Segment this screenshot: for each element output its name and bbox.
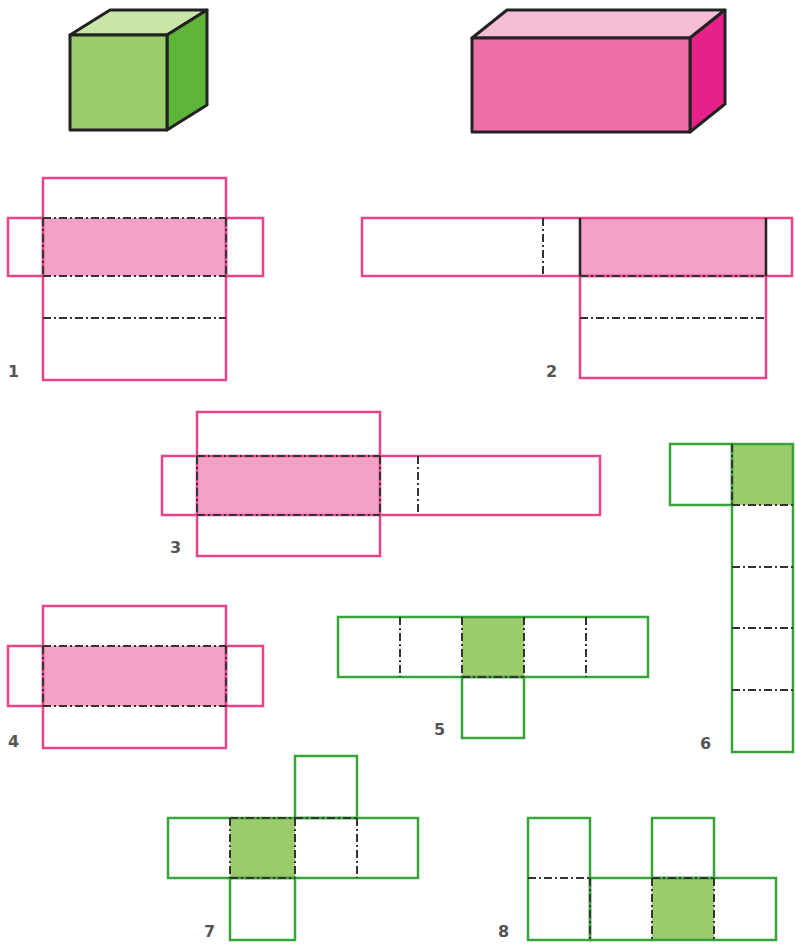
net-number: 6 (700, 736, 711, 752)
net-4 (8, 606, 263, 748)
net-number: 8 (498, 924, 509, 940)
net-6 (670, 444, 793, 752)
net-2 (362, 218, 792, 378)
net-number: 7 (204, 924, 215, 940)
net-number: 2 (546, 364, 557, 380)
net-number: 4 (8, 734, 19, 750)
net-7 (168, 756, 418, 940)
net-number: 5 (434, 722, 445, 738)
net-5 (338, 617, 648, 738)
net-3 (162, 412, 600, 556)
net-8 (528, 818, 776, 940)
cuboid-figure (472, 10, 725, 132)
net-number: 3 (170, 540, 181, 556)
cube-figure (70, 10, 207, 130)
nets (8, 178, 793, 940)
net-1 (8, 178, 263, 380)
net-number: 1 (8, 364, 19, 380)
